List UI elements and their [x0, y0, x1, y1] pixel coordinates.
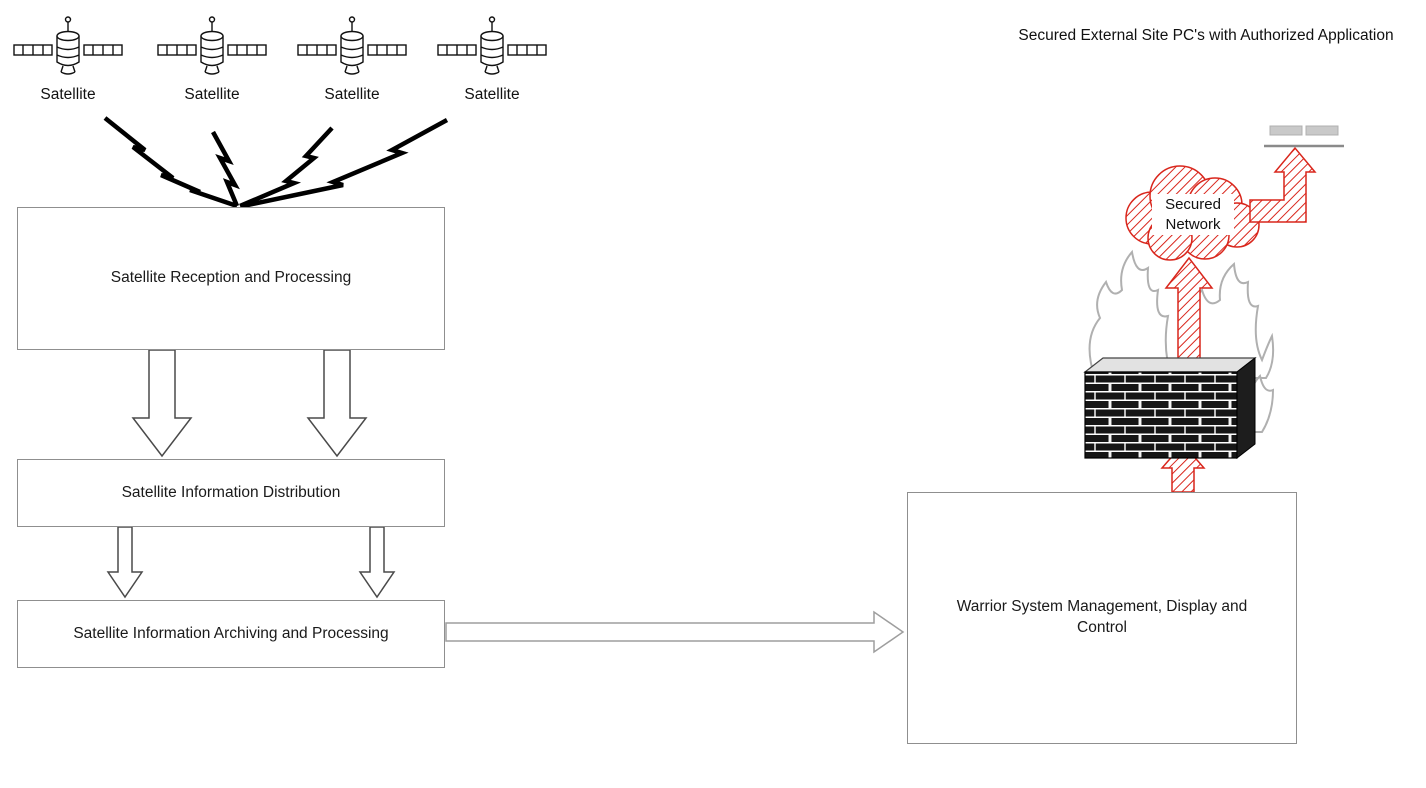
satellite-label: Satellite: [464, 86, 520, 103]
archiving-box: Satellite Information Archiving and Proc…: [17, 600, 445, 668]
horizontal-flow-arrow: [445, 610, 905, 654]
lightning-bolt-icon: [103, 116, 238, 209]
cloud-label: Secured Network: [1152, 194, 1234, 235]
satellite-label: Satellite: [40, 86, 96, 103]
distribution-box-label: Satellite Information Distribution: [121, 483, 341, 501]
flame-icon: [1088, 249, 1174, 379]
firewall-brick-wall-icon: [1083, 356, 1257, 460]
distribution-box: Satellite Information Distribution: [17, 459, 445, 527]
warrior-box-label: Warrior System Management, Display and C…: [956, 598, 1248, 636]
down-arrow: [131, 349, 193, 458]
lightning-bolt-icon: [239, 126, 334, 209]
warrior-box: Warrior System Management, Display and C…: [907, 492, 1297, 744]
external-pc-icon: [1264, 125, 1344, 148]
satellite-icon: [157, 16, 267, 75]
lightning-bolt-icon: [211, 130, 240, 207]
secure-flow-arrow-elbow: [1249, 146, 1317, 223]
lightning-bolt-icon: [242, 118, 449, 209]
archiving-box-label: Satellite Information Archiving and Proc…: [73, 624, 389, 642]
satellite-label: Satellite: [324, 86, 380, 103]
down-arrow: [358, 526, 396, 599]
reception-box-label: Satellite Reception and Processing: [110, 269, 352, 287]
satellite-icon: [437, 16, 547, 75]
diagram-title: Secured External Site PC's with Authoriz…: [1018, 27, 1394, 44]
satellite-label: Satellite: [184, 86, 240, 103]
down-arrow: [106, 526, 144, 599]
satellite-icon: [13, 16, 123, 75]
down-arrow: [306, 349, 368, 458]
reception-box: Satellite Reception and Processing: [17, 207, 445, 350]
satellite-icon: [297, 16, 407, 75]
